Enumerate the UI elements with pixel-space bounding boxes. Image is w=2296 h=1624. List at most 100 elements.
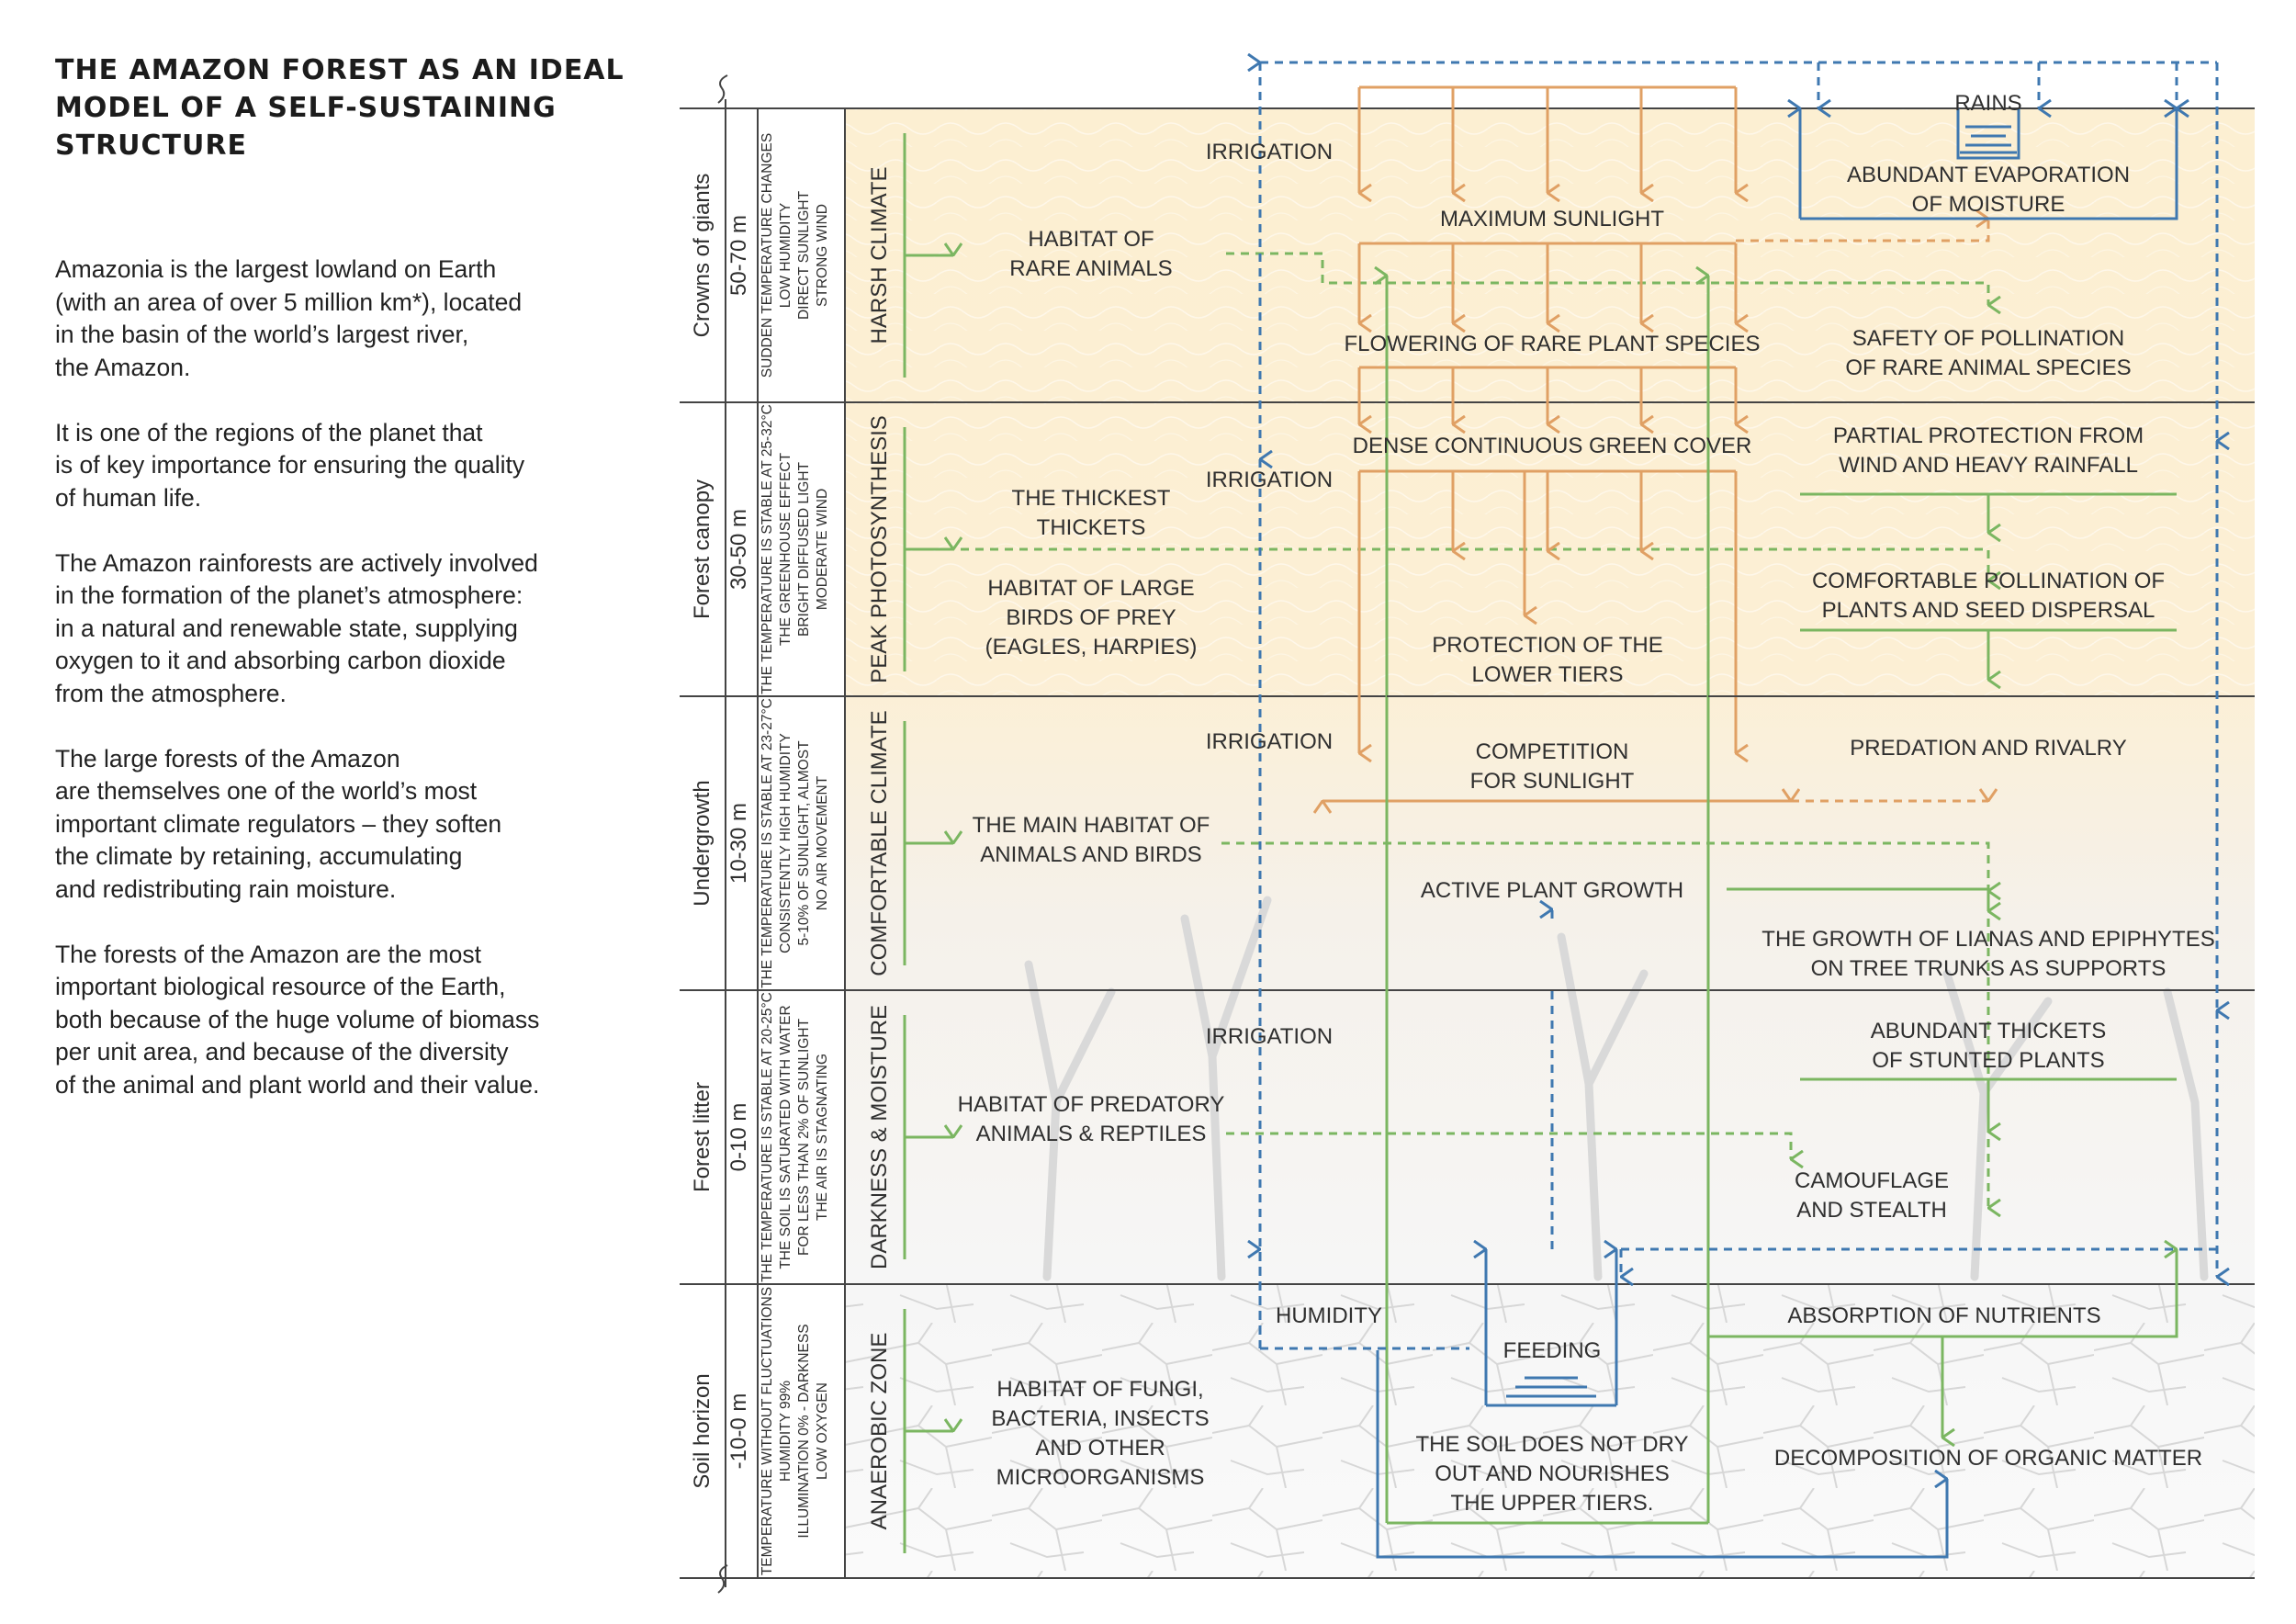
habitat-text: BACTERIA, INSECTS <box>991 1406 1209 1431</box>
tier-height: -10-0 m <box>726 1393 751 1470</box>
tier-condition: THE SOIL IS SATURATED WITH WATER <box>778 1005 793 1269</box>
tier-height: 50-70 m <box>726 215 751 296</box>
soil-nourish-label: THE UPPER TIERS. <box>1451 1491 1654 1516</box>
habitat-text: HABITAT OF FUNGI, <box>996 1377 1203 1402</box>
camouflage-label: AND STEALTH <box>1796 1198 1947 1223</box>
tier-condition: THE AIR IS STAGNATING <box>815 1054 830 1221</box>
tier-labels: Crowns of giants 50-70 m SUDDEN TEMPERAT… <box>690 133 892 1575</box>
soil-nourish-label: OUT AND NOURISHES <box>1435 1461 1670 1486</box>
rains-label: RAINS <box>1954 91 2021 116</box>
tier-crowns: Crowns of giants 50-70 m SUDDEN TEMPERAT… <box>690 133 892 378</box>
habitat-text: AND OTHER <box>1035 1436 1165 1460</box>
tier-condition: LOW HUMIDITY <box>778 203 793 309</box>
sunlight-flows-dashed <box>1736 219 1988 803</box>
intro-paragraph: Amazonia is the largest lowland on Earth… <box>55 255 523 381</box>
irrigation-label: IRRIGATION <box>1206 729 1333 754</box>
flow-labels: IRRIGATION IRRIGATION IRRIGATION IRRIGAT… <box>1206 91 2215 1516</box>
soil-nourish-label: THE SOIL DOES NOT DRY <box>1416 1432 1689 1457</box>
intro-paragraph: The Amazon rainforests are actively invo… <box>55 548 538 707</box>
lianas-label: ON TREE TRUNKS AS SUPPORTS <box>1811 956 2167 981</box>
tier-condition: DIRECT SUNLIGHT <box>796 190 812 320</box>
tier-height: 0-10 m <box>726 1103 751 1172</box>
tier-climate: COMFORTABLE CLIMATE <box>867 710 892 976</box>
absorption-label: ABSORPTION OF NUTRIENTS <box>1787 1303 2100 1328</box>
dense-cover-label: DENSE CONTINUOUS GREEN COVER <box>1353 434 1752 458</box>
partial-protection-label: PARTIAL PROTECTION FROM <box>1833 423 2144 448</box>
stunted-label: OF STUNTED PLANTS <box>1872 1048 2104 1073</box>
water-flows-dashed <box>1260 62 2217 1350</box>
habitat-links <box>946 252 1988 1159</box>
protection-label: LOWER TIERS <box>1472 662 1624 687</box>
habitat-text: BIRDS OF PREY <box>1006 605 1176 630</box>
tier-condition: MODERATE WIND <box>815 489 830 610</box>
habitat-text: THE THICKEST <box>1012 486 1171 511</box>
intro-paragraph: It is one of the regions of the planet t… <box>55 418 525 512</box>
habitat-labels: HABITAT OF RARE ANIMALS THE THICKEST THI… <box>958 227 1225 1490</box>
tier-condition: STRONG WIND <box>815 204 830 307</box>
predation-label: PREDATION AND RIVALRY <box>1850 736 2126 761</box>
partial-protection-label: WIND AND HEAVY RAINFALL <box>1839 453 2138 478</box>
tier-name: Forest canopy <box>690 479 715 619</box>
tier-condition: THE GREENHOUSE EFFECT <box>778 452 793 646</box>
tier-condition: FOR LESS THAN 2% OF SUNLIGHT <box>796 1018 812 1256</box>
safety-pollination-label: OF RARE ANIMAL SPECIES <box>1845 355 2131 380</box>
tier-condition: BRIGHT DIFFUSED LIGHT <box>796 461 812 637</box>
tier-condition: CONSISTENTLY HIGH HUMIDITY <box>778 733 793 953</box>
tier-condition: LOW OXYGEN <box>815 1382 830 1480</box>
tier-condition: HUMIDITY 99% <box>778 1381 793 1482</box>
break-marks <box>717 74 728 1594</box>
irrigation-label: IRRIGATION <box>1206 468 1333 492</box>
protection-label: PROTECTION OF THE <box>1432 633 1663 658</box>
habitat-text: HABITAT OF LARGE <box>987 576 1194 601</box>
growth-flows <box>1387 276 2178 1525</box>
irrigation-label: IRRIGATION <box>1206 140 1333 164</box>
tier-name: Crowns of giants <box>690 174 715 338</box>
safety-pollination-label: SAFETY OF POLLINATION <box>1852 326 2125 351</box>
tier-climate: DARKNESS & MOISTURE <box>867 1005 892 1269</box>
water-flows <box>1376 108 2178 1559</box>
tier-climate: PEAK PHOTOSYNTHESIS <box>867 415 892 683</box>
flowering-label: FLOWERING OF RARE PLANT SPECIES <box>1345 332 1761 356</box>
humidity-label: HUMIDITY <box>1276 1303 1382 1328</box>
habitat-text: THE MAIN HABITAT OF <box>973 813 1210 838</box>
active-growth-label: ACTIVE PLANT GROWTH <box>1421 878 1683 903</box>
diagram-title: THE AMAZON FOREST AS AN IDEAL MODEL OF A… <box>55 54 625 162</box>
tier-undergrowth: Undergrowth 10-30 m THE TEMPERATURE IS S… <box>690 698 892 988</box>
tier-climate: ANAEROBIC ZONE <box>867 1333 892 1530</box>
tier-soil: Soil horizon -10-0 m TEMPERATURE WITHOUT… <box>690 1287 892 1575</box>
intro-paragraph: The large forests of the Amazon are them… <box>55 744 502 903</box>
habitat-text: ANIMALS AND BIRDS <box>980 842 1201 867</box>
tier-litter: Forest litter 0-10 m THE TEMPERATURE IS … <box>690 992 892 1282</box>
climate-bars <box>903 133 953 1553</box>
tier-name: Undergrowth <box>690 780 715 906</box>
habitat-text: HABITAT OF <box>1028 227 1154 252</box>
irrigation-label: IRRIGATION <box>1206 1024 1333 1049</box>
tier-climate: HARSH CLIMATE <box>867 167 892 344</box>
comfortable-pollination-label: PLANTS AND SEED DISPERSAL <box>1822 598 2155 623</box>
intro-text: Amazonia is the largest lowland on Earth… <box>55 254 643 1134</box>
soil-texture <box>845 1284 2255 1578</box>
tier-condition: THE TEMPERATURE IS STABLE AT 20-25°C <box>760 992 775 1282</box>
tree-silhouettes <box>1024 896 2209 1281</box>
habitat-text: RARE ANIMALS <box>1009 256 1172 281</box>
evaporation-label: OF MOISTURE <box>1912 192 2065 217</box>
tier-condition: TEMPERATURE WITHOUT FLUCTUATIONS <box>760 1287 775 1575</box>
competition-label: COMPETITION <box>1476 739 1629 764</box>
tier-condition: SUDDEN TEMPERATURE CHANGES <box>760 133 775 378</box>
habitat-text: HABITAT OF PREDATORY <box>958 1092 1225 1117</box>
tier-condition: 5-10% OF SUNLIGHT, ALMOST <box>796 740 812 946</box>
tier-condition: ILLUMINATION 0% - DARKNESS <box>796 1324 812 1538</box>
lianas-label: THE GROWTH OF LIANAS AND EPIPHYTES <box>1761 927 2214 952</box>
tier-canopy: Forest canopy 30-50 m THE TEMPERATURE IS… <box>690 404 892 694</box>
tier-condition: THE TEMPERATURE IS STABLE AT 25-32°C <box>760 404 775 694</box>
tier-condition: THE TEMPERATURE IS STABLE AT 23-27°C <box>760 698 775 988</box>
camouflage-label: CAMOUFLAGE <box>1795 1168 1949 1193</box>
feeding-label: FEEDING <box>1503 1338 1602 1363</box>
intro-paragraph: The forests of the Amazon are the most i… <box>55 940 540 1099</box>
habitat-text: MICROORGANISMS <box>996 1465 1205 1490</box>
tier-condition: NO AIR MOVEMENT <box>815 775 830 910</box>
evaporation-label: ABUNDANT EVAPORATION <box>1847 163 2130 187</box>
tier-name: Forest litter <box>690 1082 715 1192</box>
tier-name: Soil horizon <box>690 1373 715 1488</box>
